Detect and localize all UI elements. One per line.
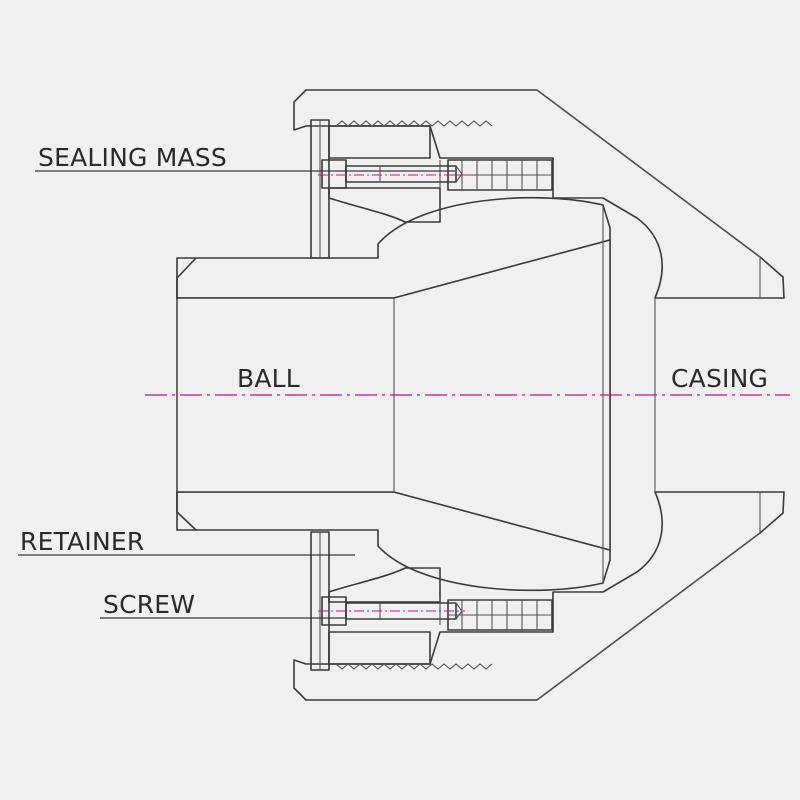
ball [176,196,611,592]
screw-top [321,159,463,189]
label-casing: CASING [671,364,768,393]
label-ball: BALL [237,364,300,393]
sealing-mass-bottom [447,599,553,631]
retainer-top [310,119,493,259]
sealing-mass-top [447,159,553,191]
retainer-bottom [310,531,493,671]
casing-bottom [293,491,785,701]
label-retainer: RETAINER [20,527,144,556]
label-sealing-mass: SEALING MASS [38,143,227,172]
casing-top [293,89,785,299]
label-screw: SCREW [103,590,195,619]
